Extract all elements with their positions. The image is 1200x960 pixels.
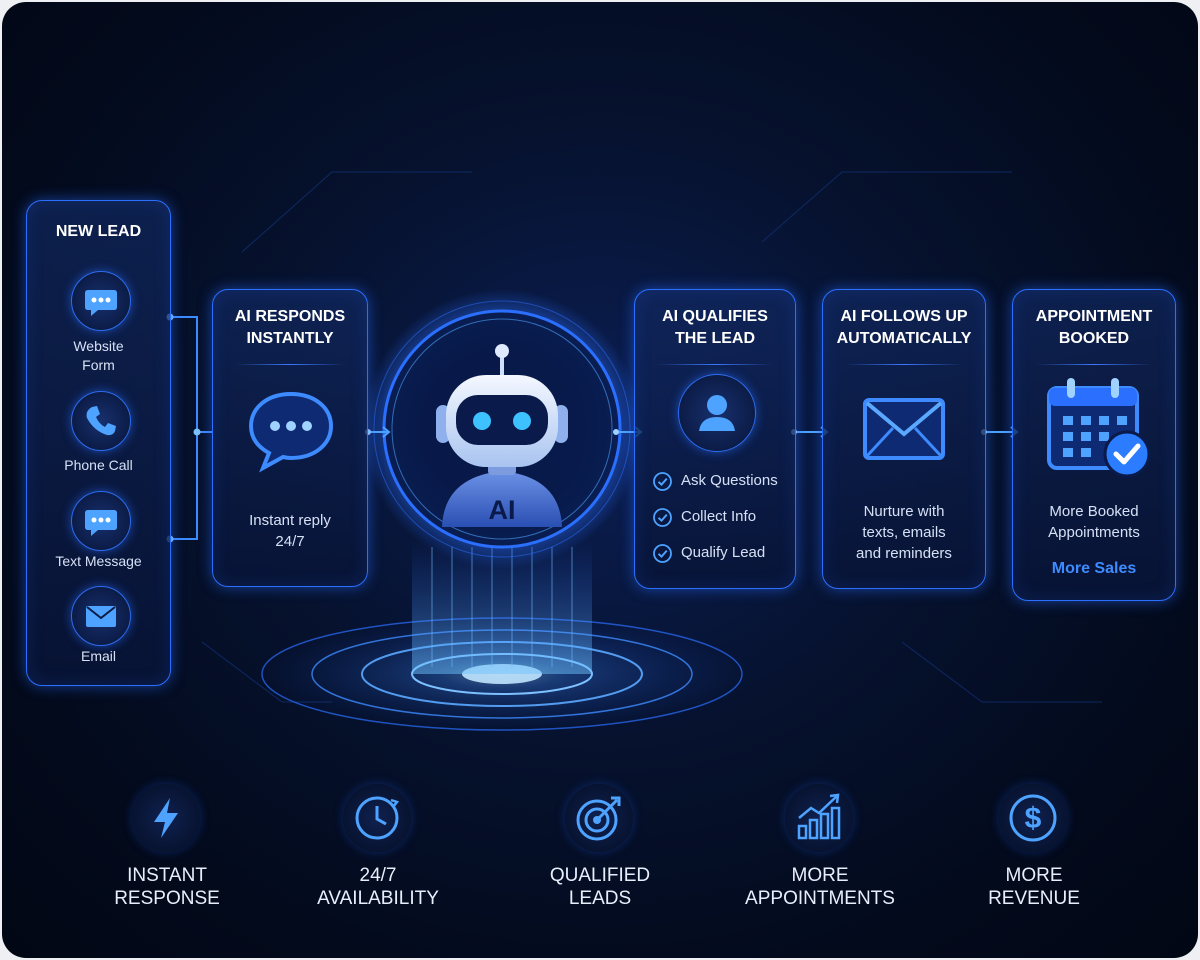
user-icon <box>678 374 756 452</box>
target-icon <box>565 784 633 852</box>
checkmark-icon <box>653 508 672 527</box>
ai-follows-up-title: AI FOLLOWS UP AUTOMATICALLY <box>836 308 972 347</box>
appointment-booked-text: More Booked Appointments <box>1048 503 1140 541</box>
ai-qualifies-title: AI QUALIFIES THE LEAD <box>662 308 768 347</box>
lightning-icon <box>132 784 200 852</box>
text-message-icon <box>71 491 131 551</box>
bar-chart-icon <box>785 784 853 852</box>
ai-follows-up-card: AI FOLLOWS UP AUTOMATICALLY Nurture with… <box>822 289 986 589</box>
dollar-icon: $ <box>999 784 1067 852</box>
speech-bubble-icon <box>248 391 334 473</box>
ai-follows-up-text: Nurture with texts, emails and reminders <box>856 503 952 562</box>
checkmark-icon <box>653 544 672 563</box>
ai-responds-title: AI RESPONDS INSTANTLY <box>234 308 346 347</box>
svg-text:$: $ <box>1025 802 1042 835</box>
calendar-check-icon <box>1047 378 1151 478</box>
new-lead-title: NEW LEAD <box>55 223 142 240</box>
checkmark-icon <box>653 472 672 491</box>
more-sales-text: More Sales <box>1051 560 1137 577</box>
ai-responds-text: Instant reply 24/7 <box>249 512 331 550</box>
email-label: Email <box>80 648 116 664</box>
email-icon <box>71 586 131 646</box>
website-form-label: Website Form <box>73 338 124 373</box>
appointment-booked-title: APPOINTMENT BOOKED <box>1035 308 1153 347</box>
envelope-icon <box>863 398 945 460</box>
website-form-icon <box>71 271 131 331</box>
ai-badge: AI <box>488 495 516 525</box>
ai-responds-card: AI RESPONDS INSTANTLY Instant reply 24/7 <box>212 289 368 587</box>
new-lead-card: NEW LEAD Website Form Phone Call Text Me… <box>26 200 171 686</box>
robot-icon <box>436 344 568 527</box>
text-message-label: Text Message <box>55 553 142 569</box>
phone-call-label: Phone Call <box>64 457 133 473</box>
clock-icon <box>343 784 411 852</box>
appointment-booked-card: APPOINTMENT BOOKED More Booked Appointme… <box>1012 289 1176 601</box>
ai-qualifies-card: AI QUALIFIES THE LEAD Ask Questions Coll… <box>634 289 796 589</box>
phone-icon <box>71 391 131 451</box>
